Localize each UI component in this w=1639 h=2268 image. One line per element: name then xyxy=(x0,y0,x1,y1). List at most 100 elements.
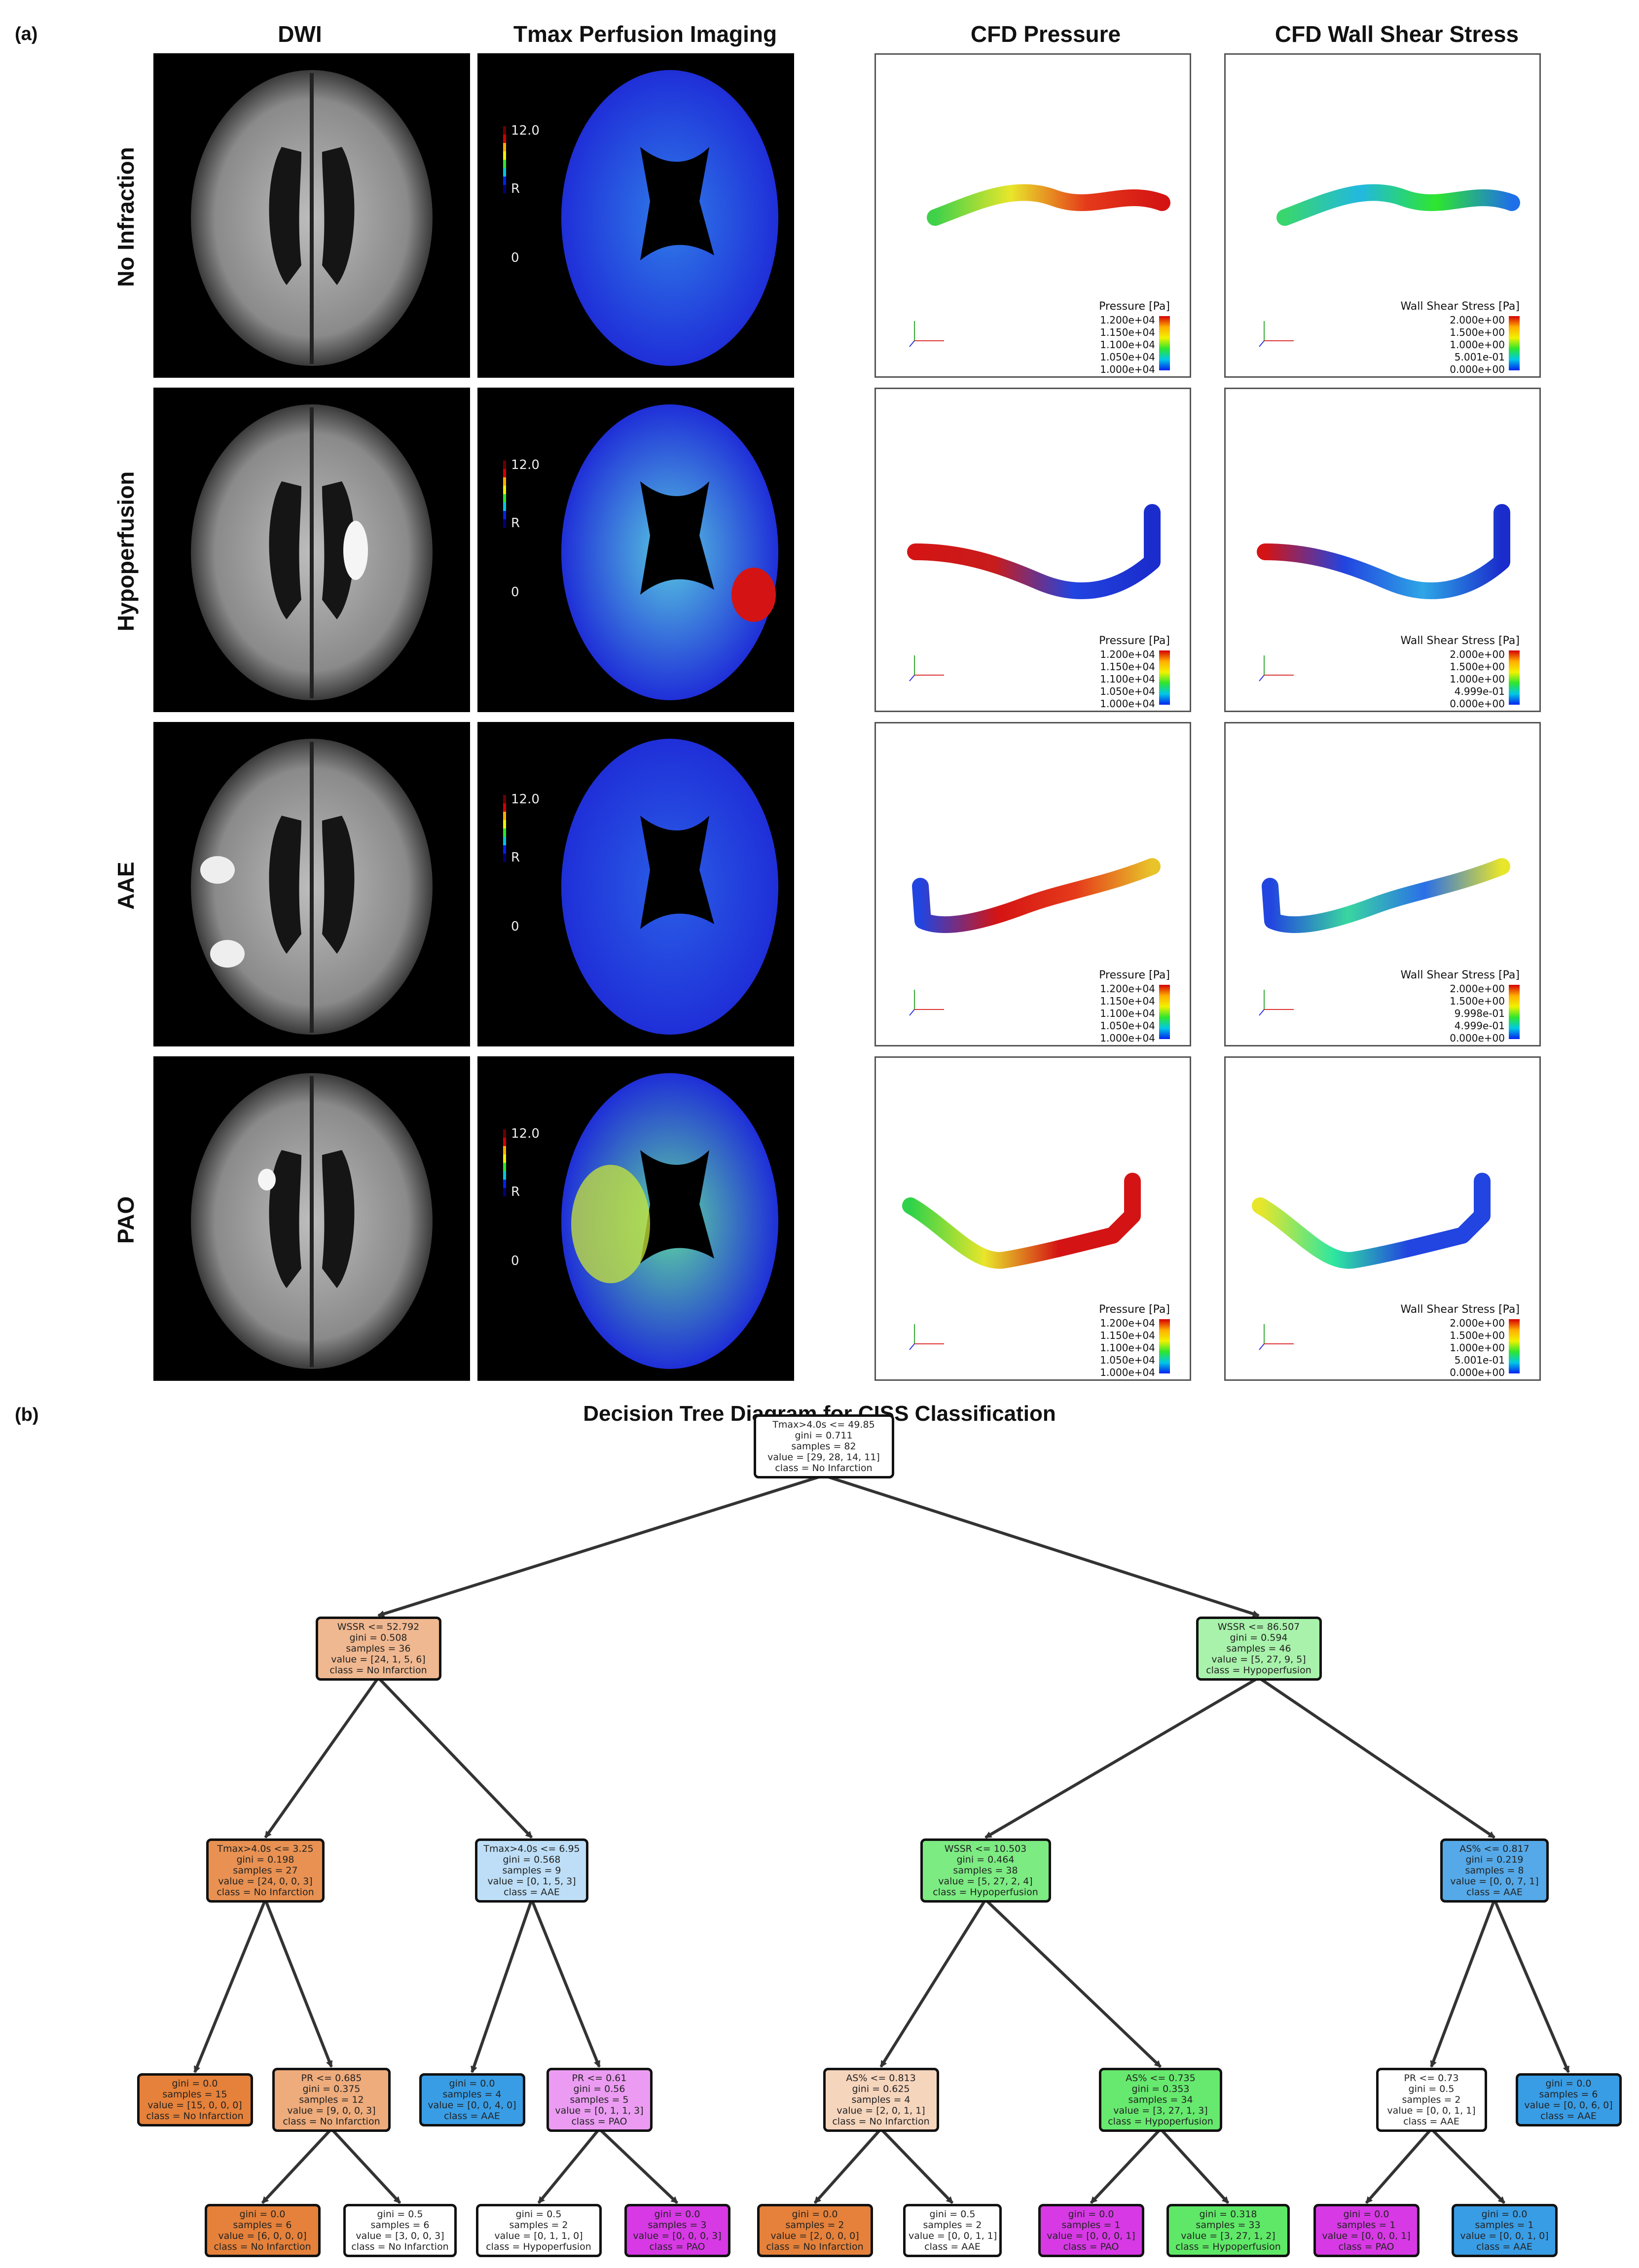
node-text-line: value = [9, 0, 0, 3] xyxy=(287,2105,376,2116)
legend-value: 0.000e+00 xyxy=(1450,698,1505,710)
node-text-line: class = AAE xyxy=(1466,1887,1523,1898)
tree-edge xyxy=(1430,1899,1496,2068)
node-text-line: gini = 0.353 xyxy=(1131,2084,1190,2094)
legend-colorbar xyxy=(1159,650,1170,705)
legend-value: 1.100e+04 xyxy=(1100,1342,1155,1354)
legend-title: Pressure [Pa] xyxy=(1099,635,1170,647)
axis-triad-icon xyxy=(909,1324,944,1350)
node-text-line: gini = 0.0 xyxy=(1343,2209,1389,2220)
tree-edge xyxy=(264,1899,333,2068)
cfd-wss-illustration xyxy=(1259,184,1520,347)
legend-colorbar xyxy=(1509,1319,1520,1373)
tree-edge xyxy=(377,1474,824,1618)
legend-colorbar xyxy=(1159,985,1170,1039)
legend-title: Wall Shear Stress [Pa] xyxy=(1400,300,1520,313)
legend-colorbar xyxy=(1159,1319,1170,1373)
legend-value: 1.200e+04 xyxy=(1100,1317,1155,1329)
tree-edge xyxy=(1493,1899,1570,2073)
vessel-model xyxy=(1276,184,1520,226)
node-text-line: gini = 0.0 xyxy=(449,2078,495,2089)
node-text-line: PR <= 0.685 xyxy=(301,2073,362,2084)
legend-value: 1.000e+04 xyxy=(1100,698,1155,710)
tmax-colorbar-bottom-label: 0 xyxy=(511,1254,519,1268)
node-text-line: value = [6, 0, 0, 0] xyxy=(218,2231,307,2241)
dwi-image-pao xyxy=(153,1056,470,1381)
node-text-line: value = [0, 0, 0, 1] xyxy=(1322,2231,1411,2241)
node-text-line: samples = 4 xyxy=(442,2089,502,2100)
node-text-line: value = [5, 27, 2, 4] xyxy=(938,1876,1033,1887)
legend-value: 1.050e+04 xyxy=(1100,685,1155,697)
tree-edge xyxy=(471,1899,533,2073)
legend-value: 1.050e+04 xyxy=(1100,1354,1155,1366)
node-text-line: class = PAO xyxy=(649,2241,705,2252)
node-text-line: gini = 0.0 xyxy=(654,2209,700,2220)
tmax-colorbar-bottom-label: 0 xyxy=(511,919,519,934)
tmax-illustration xyxy=(503,1073,778,1369)
node-text-line: class = AAE xyxy=(924,2241,981,2252)
node-text-line: Tmax>4.0s <= 3.25 xyxy=(217,1843,314,1854)
tmax-colorbar-bottom-label: 0 xyxy=(511,251,519,265)
legend-colorbar xyxy=(1509,316,1520,370)
legend-value: 5.001e-01 xyxy=(1454,351,1505,363)
node-text-line: samples = 2 xyxy=(509,2220,568,2231)
dwi-image-aae xyxy=(153,722,470,1046)
node-text-line: class = No Infarction xyxy=(283,2116,380,2127)
column-header-tmax: Tmax Perfusion Imaging xyxy=(513,21,777,47)
legend-value: 1.050e+04 xyxy=(1100,351,1155,363)
legend-value: 0.000e+00 xyxy=(1450,363,1505,375)
vessel-model xyxy=(902,1173,1141,1269)
legend-title: Pressure [Pa] xyxy=(1099,1303,1170,1316)
cfd-pressure-illustration xyxy=(909,184,1170,347)
tmax-illustration xyxy=(503,404,778,700)
node-text-line: value = [2, 0, 1, 1] xyxy=(837,2105,925,2116)
axis-triad-icon xyxy=(909,655,944,682)
node-text-line: samples = 46 xyxy=(1226,1643,1291,1654)
legend-value: 1.150e+04 xyxy=(1100,661,1155,673)
node-text-line: class = No Infarction xyxy=(146,2111,244,2122)
node-text-line: samples = 4 xyxy=(851,2094,911,2105)
node-text-line: samples = 2 xyxy=(1402,2094,1461,2105)
node-text-line: gini = 0.508 xyxy=(349,1632,407,1643)
node-text-line: gini = 0.198 xyxy=(236,1854,294,1865)
tree-edge xyxy=(537,2128,601,2204)
vessel-model xyxy=(912,858,1161,934)
node-text-line: WSSR <= 86.507 xyxy=(1217,1621,1300,1632)
axis-triad-icon xyxy=(1259,1324,1294,1350)
ventricles xyxy=(269,816,355,954)
node-text-line: class = No Infarction xyxy=(329,1665,427,1676)
axis-triad-icon xyxy=(1259,655,1294,682)
legend-value: 5.001e-01 xyxy=(1454,1354,1505,1366)
legend-value: 4.999e-01 xyxy=(1454,1020,1505,1032)
node-text-line: PR <= 0.61 xyxy=(572,2073,627,2084)
tmax-colorbar-top-label: 12.0 xyxy=(511,792,540,807)
legend-value: 1.100e+04 xyxy=(1100,673,1155,685)
node-text-line: WSSR <= 52.792 xyxy=(337,1621,420,1632)
legend-title: Wall Shear Stress [Pa] xyxy=(1400,635,1520,647)
node-text-line: samples = 82 xyxy=(791,1441,856,1452)
legend-colorbar xyxy=(1509,650,1520,705)
node-text-line: value = [0, 0, 0, 1] xyxy=(1047,2231,1135,2241)
tmax-colorbar xyxy=(503,795,506,862)
node-text-line: value = [5, 27, 9, 5] xyxy=(1211,1654,1306,1665)
tree-edge xyxy=(879,2127,954,2204)
node-text-line: value = [3, 0, 0, 3] xyxy=(356,2231,444,2241)
node-text-line: class = AAE xyxy=(1476,2241,1532,2252)
cfd-wss-illustration xyxy=(1259,858,1510,1016)
node-text-line: class = Hypoperfusion xyxy=(933,1887,1038,1898)
legend-value: 1.150e+04 xyxy=(1100,1330,1155,1341)
node-text-line: samples = 15 xyxy=(162,2089,227,2100)
